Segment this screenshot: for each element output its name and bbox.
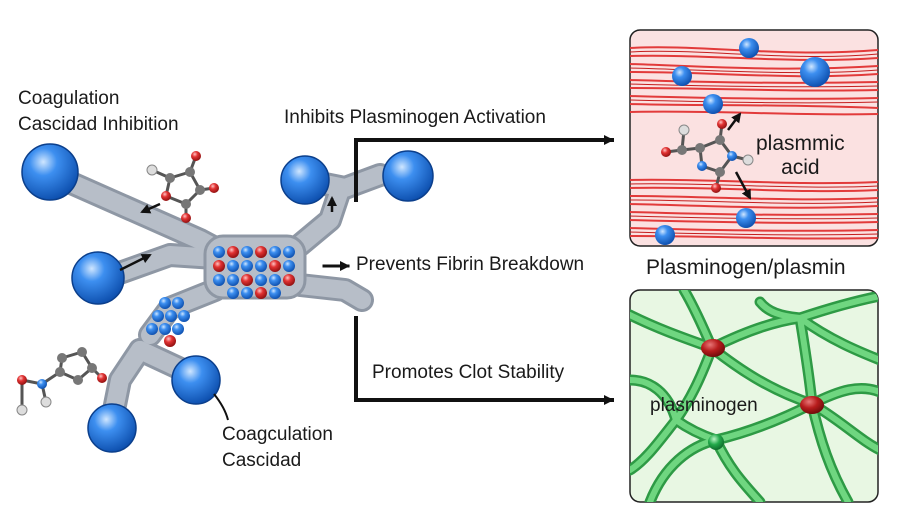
label-plasminogen: plasminogen	[650, 395, 758, 416]
ball-stick-molecule-upper	[146, 151, 219, 223]
molecule-cluster-center	[213, 246, 295, 299]
panel-fibrin	[629, 29, 879, 247]
label-plasmmic-acid-line1: plasmmic	[756, 132, 845, 155]
label-coagulation-cascade-line2: Cascidad	[222, 450, 302, 471]
label-coagulation-cascade-line1: Coagculation	[222, 424, 333, 445]
label-coagulation-inhibition-line1: Coagulation	[18, 88, 120, 109]
label-coagulation-inhibition-line2: Cascidad Inhibition	[18, 114, 179, 135]
label-coagulation-inhibition: Coagulation Cascidad Inhibition	[18, 86, 179, 138]
label-plasmmic-acid-line2: acid	[781, 156, 820, 179]
large-spheres	[21, 143, 434, 453]
ball-stick-molecule-lower	[16, 347, 107, 416]
panel-mesh	[629, 289, 879, 503]
small-arrows	[119, 196, 337, 272]
label-prevents-fibrin-breakdown: Prevents Fibrin Breakdown	[356, 254, 585, 275]
label-plasmmic-acid: plasmmic acid	[756, 132, 845, 180]
molecule-cluster-lower	[146, 297, 190, 347]
label-plasminogen-plasmin: Plasminogen/plasmin	[646, 256, 846, 279]
label-promotes-clot-stability: Promotes Clot Stability	[372, 362, 565, 383]
arrow-inhibits	[354, 135, 614, 202]
flow-arrows	[322, 135, 614, 405]
label-coagulation-cascade: Coagculation Cascidad	[222, 422, 333, 474]
label-inhibits-plasminogen-activation: Inhibits Plasminogen Activation	[284, 107, 546, 128]
arrow-promotes	[354, 316, 614, 405]
label-pointers	[213, 393, 229, 421]
